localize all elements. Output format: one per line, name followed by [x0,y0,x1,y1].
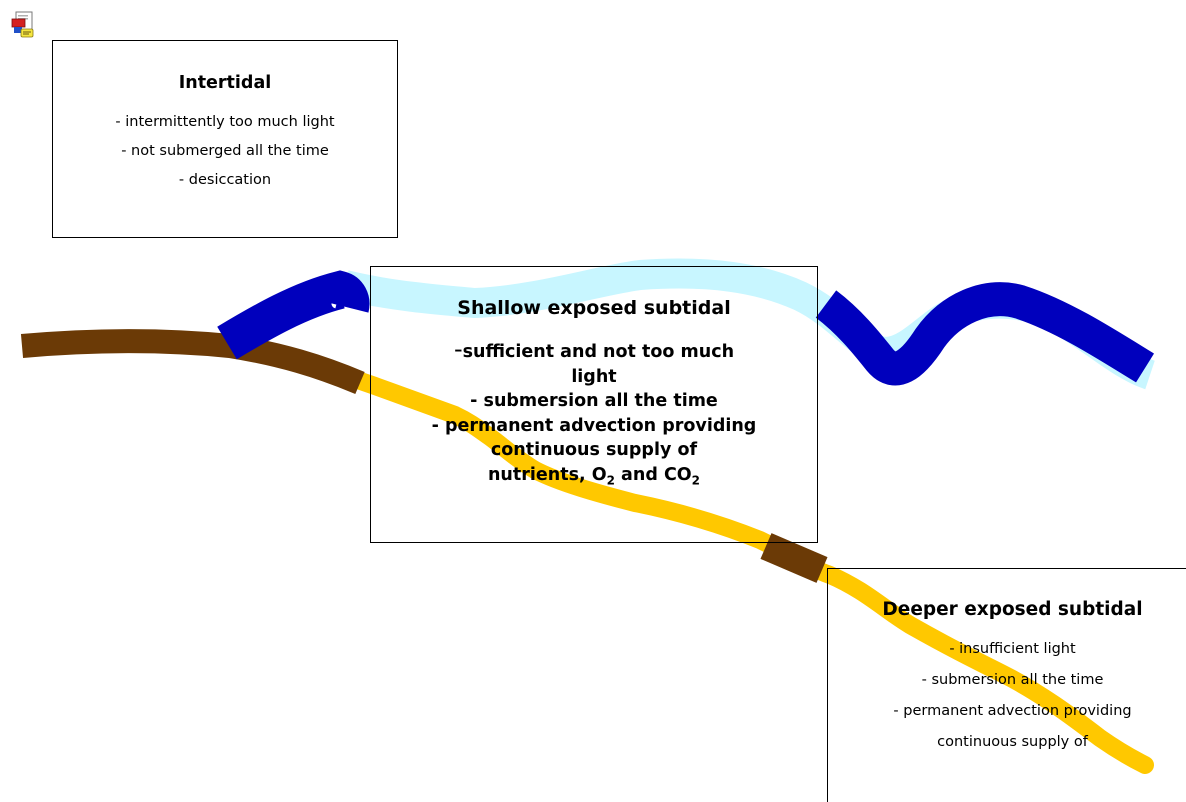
shallow-item-1-text: sufficient and not too much [462,342,735,362]
shallow-item-4: continuous supply of [490,440,698,460]
shallow-item-5-sub2: 2 [691,473,701,487]
shallow-title: Shallow exposed subtidal [457,297,731,319]
shallow-item-5-mid: and CO [614,464,692,485]
gold-substrate-line [221,335,1154,774]
shallow-item-1-cont: light [571,366,617,387]
shallow-item-5-pre: nutrients, O [487,464,607,485]
deeper-item-1: - insufficient light [949,641,1076,657]
shallow-item-2: - submersion all the time [470,391,718,411]
deeper-item-2: - submersion all the time [921,672,1104,688]
shallow-subtidal-box: Shallow exposed subtidal -sufficient and… [370,266,818,543]
shallow-item-1: -sufficient and not too much [371,337,817,365]
shallow-item-1-dash: - [453,335,463,363]
deeper-title: Deeper exposed subtidal [882,599,1143,620]
intertidal-item-2: - not submerged all the time [121,143,329,159]
intertidal-title: Intertidal [178,73,272,93]
blue-wave-right [815,282,1154,386]
shallow-item-5: nutrients, O2 and CO2 [371,463,817,488]
deeper-item-4: continuous supply of [937,734,1088,750]
deeper-subtidal-box: Deeper exposed subtidal - insufficient l… [827,568,1186,802]
intertidal-box: Intertidal - intermittently too much lig… [52,40,398,238]
intertidal-item-1: - intermittently too much light [115,114,335,130]
shallow-item-5-sub1: 2 [606,473,615,487]
intertidal-item-3: - desiccation [178,172,272,188]
blue-wave-left [217,270,370,360]
shallow-item-3: - permanent advection providing [431,415,757,436]
brown-rock-upper [20,329,365,395]
brown-rock-lower [760,533,828,583]
document-icon [11,11,34,38]
deeper-item-3: - permanent advection providing [893,703,1132,719]
